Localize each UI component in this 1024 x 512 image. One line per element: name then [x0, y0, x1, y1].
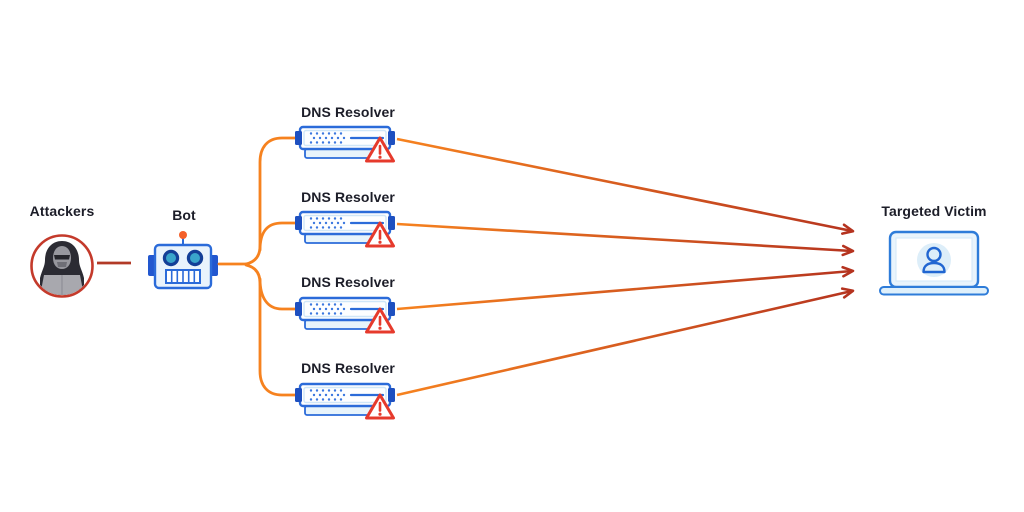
bot-to-resolver-1-link	[244, 136, 298, 266]
resolver-2-to-victim-arrow	[396, 222, 855, 257]
targeted-victim-label: Targeted Victim	[881, 203, 987, 219]
dns-resolver-node-2	[293, 210, 397, 248]
laptop-user-icon	[879, 230, 989, 296]
hacker-in-hood-icon	[30, 234, 94, 298]
dns-resolver-1-label: DNS Resolver	[301, 104, 395, 120]
bot-to-resolver-4-link	[244, 263, 298, 397]
dns-resolver-node-1	[293, 125, 397, 163]
dns-resolver-node-4	[293, 382, 397, 420]
dns-resolver-2-label: DNS Resolver	[301, 189, 395, 205]
dns-resolver-3-label: DNS Resolver	[301, 274, 395, 290]
bot-label: Bot	[172, 207, 196, 223]
bot-to-resolver-3-link	[258, 277, 298, 311]
dns-resolver-4-label: DNS Resolver	[301, 360, 395, 376]
bot-to-resolver-2-link	[258, 221, 298, 252]
person-icon	[917, 243, 951, 277]
dns-resolver-node-3	[293, 296, 397, 334]
resolver-3-to-victim-arrow	[396, 265, 855, 311]
attackers-label: Attackers	[29, 203, 95, 219]
robot-head-icon	[148, 231, 218, 290]
resolver-4-to-victim-arrow	[396, 287, 855, 397]
resolver-1-to-victim-arrow	[396, 137, 855, 235]
